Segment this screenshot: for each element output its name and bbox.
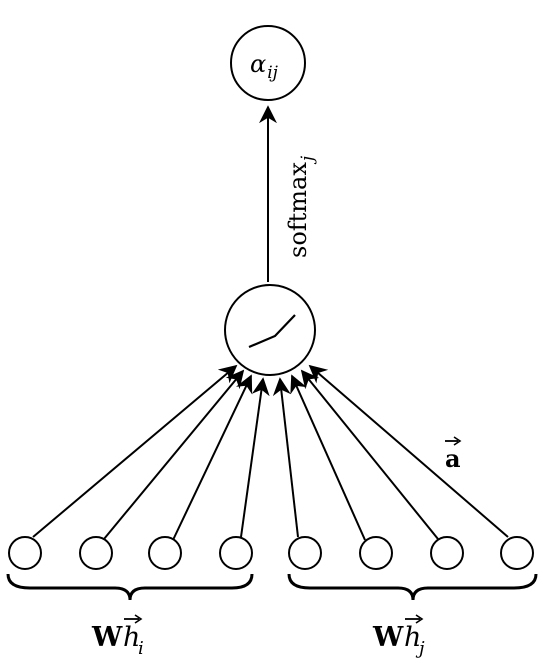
left-group-brace [6, 573, 254, 601]
input-edge-8 [308, 364, 509, 538]
attention-vector-label: a [445, 436, 462, 473]
input-edge-5 [272, 377, 299, 538]
input-edge-4 [240, 377, 270, 538]
input-nodes [8, 536, 534, 570]
input-edge-7 [300, 369, 439, 540]
softmax-label: softmaxj [284, 155, 318, 258]
input-edge-3 [172, 374, 253, 541]
svg-text:h: h [404, 622, 421, 653]
input-node-2 [79, 536, 113, 570]
svg-text:softmaxj: softmaxj [284, 155, 318, 258]
input-node-3 [148, 536, 182, 570]
input-edge-1 [32, 364, 238, 538]
leaky-relu-icon [248, 314, 296, 349]
input-node-4 [219, 536, 253, 570]
left-group-label: W h i [91, 614, 144, 659]
activation-node [224, 284, 316, 376]
svg-text:j: j [415, 638, 425, 659]
input-edge-6 [290, 374, 366, 541]
input-edges [32, 364, 509, 541]
left-vector-arrow-head [134, 614, 143, 624]
svg-text:a: a [445, 444, 461, 473]
input-node-7 [430, 536, 464, 570]
input-node-5 [288, 536, 322, 570]
alpha-symbol: αij [250, 50, 279, 83]
output-node-alpha: αij [230, 25, 306, 101]
right-vector-arrow-head [415, 614, 424, 624]
input-node-8 [500, 536, 534, 570]
svg-text:W: W [91, 622, 123, 653]
input-node-6 [359, 536, 393, 570]
svg-text:h: h [123, 622, 140, 653]
input-node-1 [8, 536, 42, 570]
svg-text:W: W [372, 622, 404, 653]
right-group-brace [287, 573, 538, 601]
svg-text:i: i [138, 638, 144, 659]
vector-arrow-head [453, 436, 462, 446]
right-group-label: W h j [372, 614, 425, 659]
input-edge-2 [103, 369, 245, 540]
